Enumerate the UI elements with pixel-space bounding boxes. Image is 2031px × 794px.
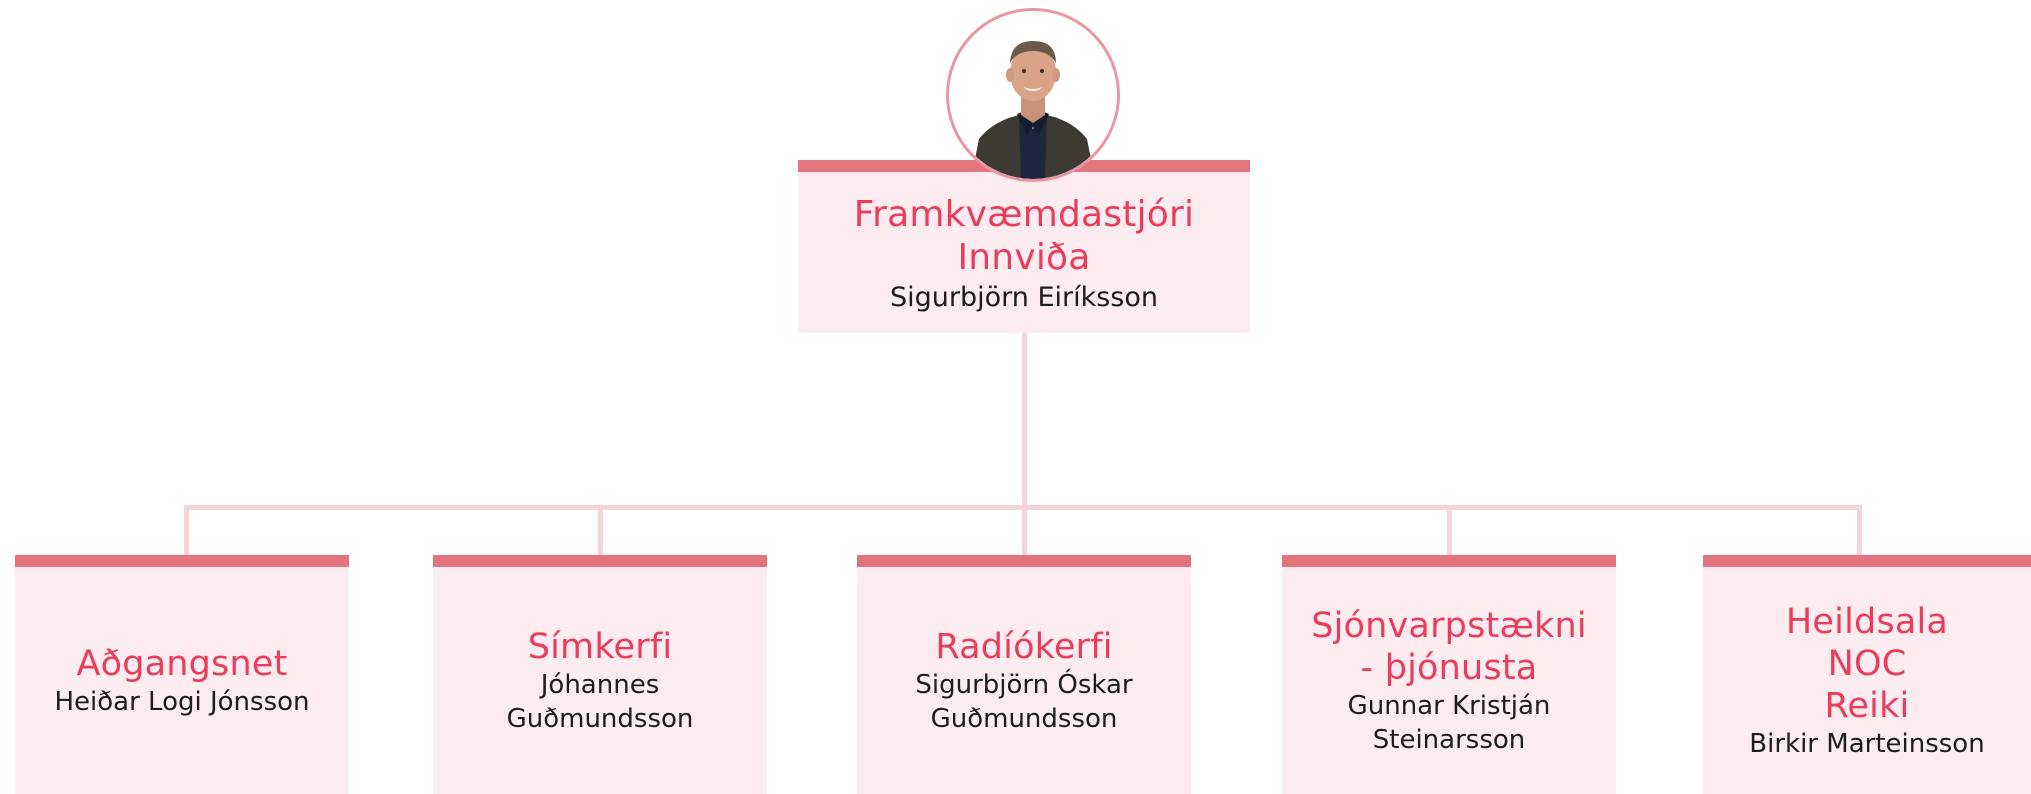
connector-root-vertical bbox=[1022, 333, 1027, 510]
person-photo-icon bbox=[949, 11, 1117, 179]
department-title: Heildsala NOC Reiki bbox=[1785, 601, 1949, 726]
department-name: Gunnar Kristján Steinarsson bbox=[1347, 690, 1551, 755]
department-card-bar bbox=[857, 555, 1191, 567]
root-title: Framkvæmdastjóri Innviða bbox=[853, 193, 1195, 278]
department-card-5: Heildsala NOC Reiki Birkir Marteinsson bbox=[1703, 555, 2031, 794]
department-name: Heiðar Logi Jónsson bbox=[54, 686, 310, 717]
connector-dept-1 bbox=[184, 505, 189, 555]
department-card-1: Aðgangsnet Heiðar Logi Jónsson bbox=[15, 555, 349, 794]
department-card-3: Radíókerfi Sigurbjörn Óskar Guðmundsson bbox=[857, 555, 1191, 794]
department-name: Sigurbjörn Óskar Guðmundsson bbox=[915, 669, 1133, 734]
department-title: Símkerfi bbox=[527, 626, 673, 667]
department-title: Aðgangsnet bbox=[76, 643, 288, 684]
connector-dept-2 bbox=[598, 505, 603, 555]
department-name: Birkir Marteinsson bbox=[1749, 728, 1985, 759]
department-title: Radíókerfi bbox=[935, 626, 1113, 667]
root-name: Sigurbjörn Eiríksson bbox=[889, 281, 1159, 313]
connector-dept-3 bbox=[1022, 505, 1027, 555]
department-title: Sjónvarpstækni - þjónusta bbox=[1311, 605, 1587, 688]
connector-dept-5 bbox=[1857, 505, 1862, 555]
department-card-4: Sjónvarpstækni - þjónusta Gunnar Kristjá… bbox=[1282, 555, 1616, 794]
department-card-bar bbox=[1703, 555, 2031, 567]
department-card-bar bbox=[1282, 555, 1616, 567]
root-card: Framkvæmdastjóri Innviða Sigurbjörn Eirí… bbox=[798, 160, 1250, 333]
department-card-bar bbox=[433, 555, 767, 567]
department-name: Jóhannes Guðmundsson bbox=[506, 669, 694, 734]
connector-dept-4 bbox=[1447, 505, 1452, 555]
avatar bbox=[946, 8, 1120, 182]
department-card-bar bbox=[15, 555, 349, 567]
department-card-2: Símkerfi Jóhannes Guðmundsson bbox=[433, 555, 767, 794]
